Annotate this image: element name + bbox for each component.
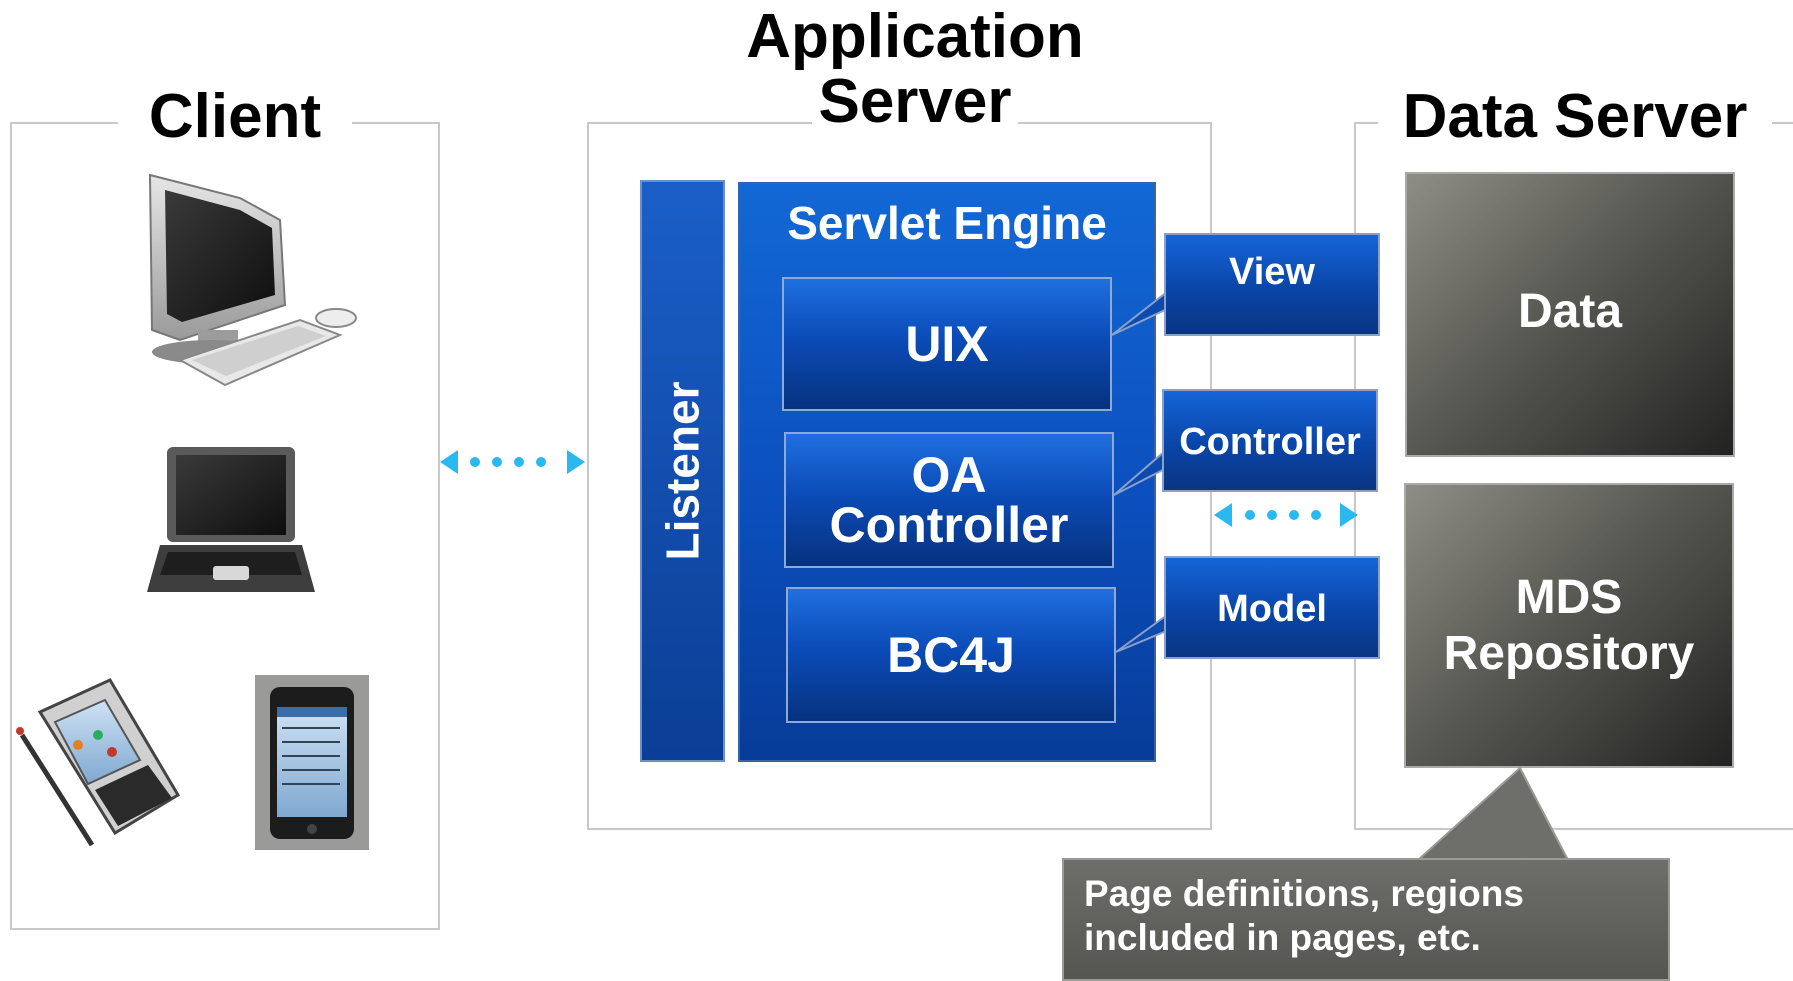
data-server-title: Data Server [1378, 84, 1772, 149]
touchscreen-phone-icon [255, 675, 369, 850]
application-server-title-line1: Application [746, 2, 1084, 71]
uix-box: UIX [782, 277, 1112, 411]
mds-label-line1: MDS [1515, 571, 1623, 625]
view-callout: View [1164, 233, 1380, 336]
note-callout-pointer [1415, 766, 1570, 861]
controller-callout-label: Controller [1179, 421, 1361, 463]
model-callout: Model [1164, 556, 1380, 659]
mds-repository-box: MDS Repository [1404, 483, 1734, 768]
data-label: Data [1517, 285, 1623, 338]
laptop-icon [147, 447, 315, 592]
controller-callout: Controller [1162, 389, 1378, 492]
servlet-engine-label: Servlet Engine [787, 197, 1107, 249]
client-title: Client [118, 84, 352, 149]
note-line2: included in pages, etc. [1084, 917, 1481, 959]
desktop-computer-icon [148, 173, 357, 387]
note-line1: Page definitions, regions [1084, 873, 1524, 914]
oa-controller-box: OA Controller [784, 432, 1114, 568]
oa-controller-label-line2: Controller [829, 497, 1069, 553]
bc4j-box: BC4J [786, 587, 1116, 723]
note-callout: Page definitions, regions included in pa… [1062, 858, 1670, 981]
app-data-arrow [1214, 503, 1358, 527]
oa-controller-label-line1: OA [911, 447, 987, 503]
client-server-arrow [440, 450, 585, 474]
bc4j-label: BC4J [887, 627, 1015, 683]
mds-label-line2: Repository [1443, 626, 1695, 680]
smartphone-with-stylus-icon [16, 678, 181, 847]
model-callout-label: Model [1217, 588, 1327, 630]
uix-label: UIX [905, 316, 989, 372]
application-server-title-line2: Server [812, 69, 1018, 134]
data-box: Data [1405, 172, 1735, 457]
listener-box: Listener [640, 180, 725, 762]
view-callout-label: View [1229, 251, 1315, 293]
application-server-title: Application Server [700, 4, 1130, 134]
